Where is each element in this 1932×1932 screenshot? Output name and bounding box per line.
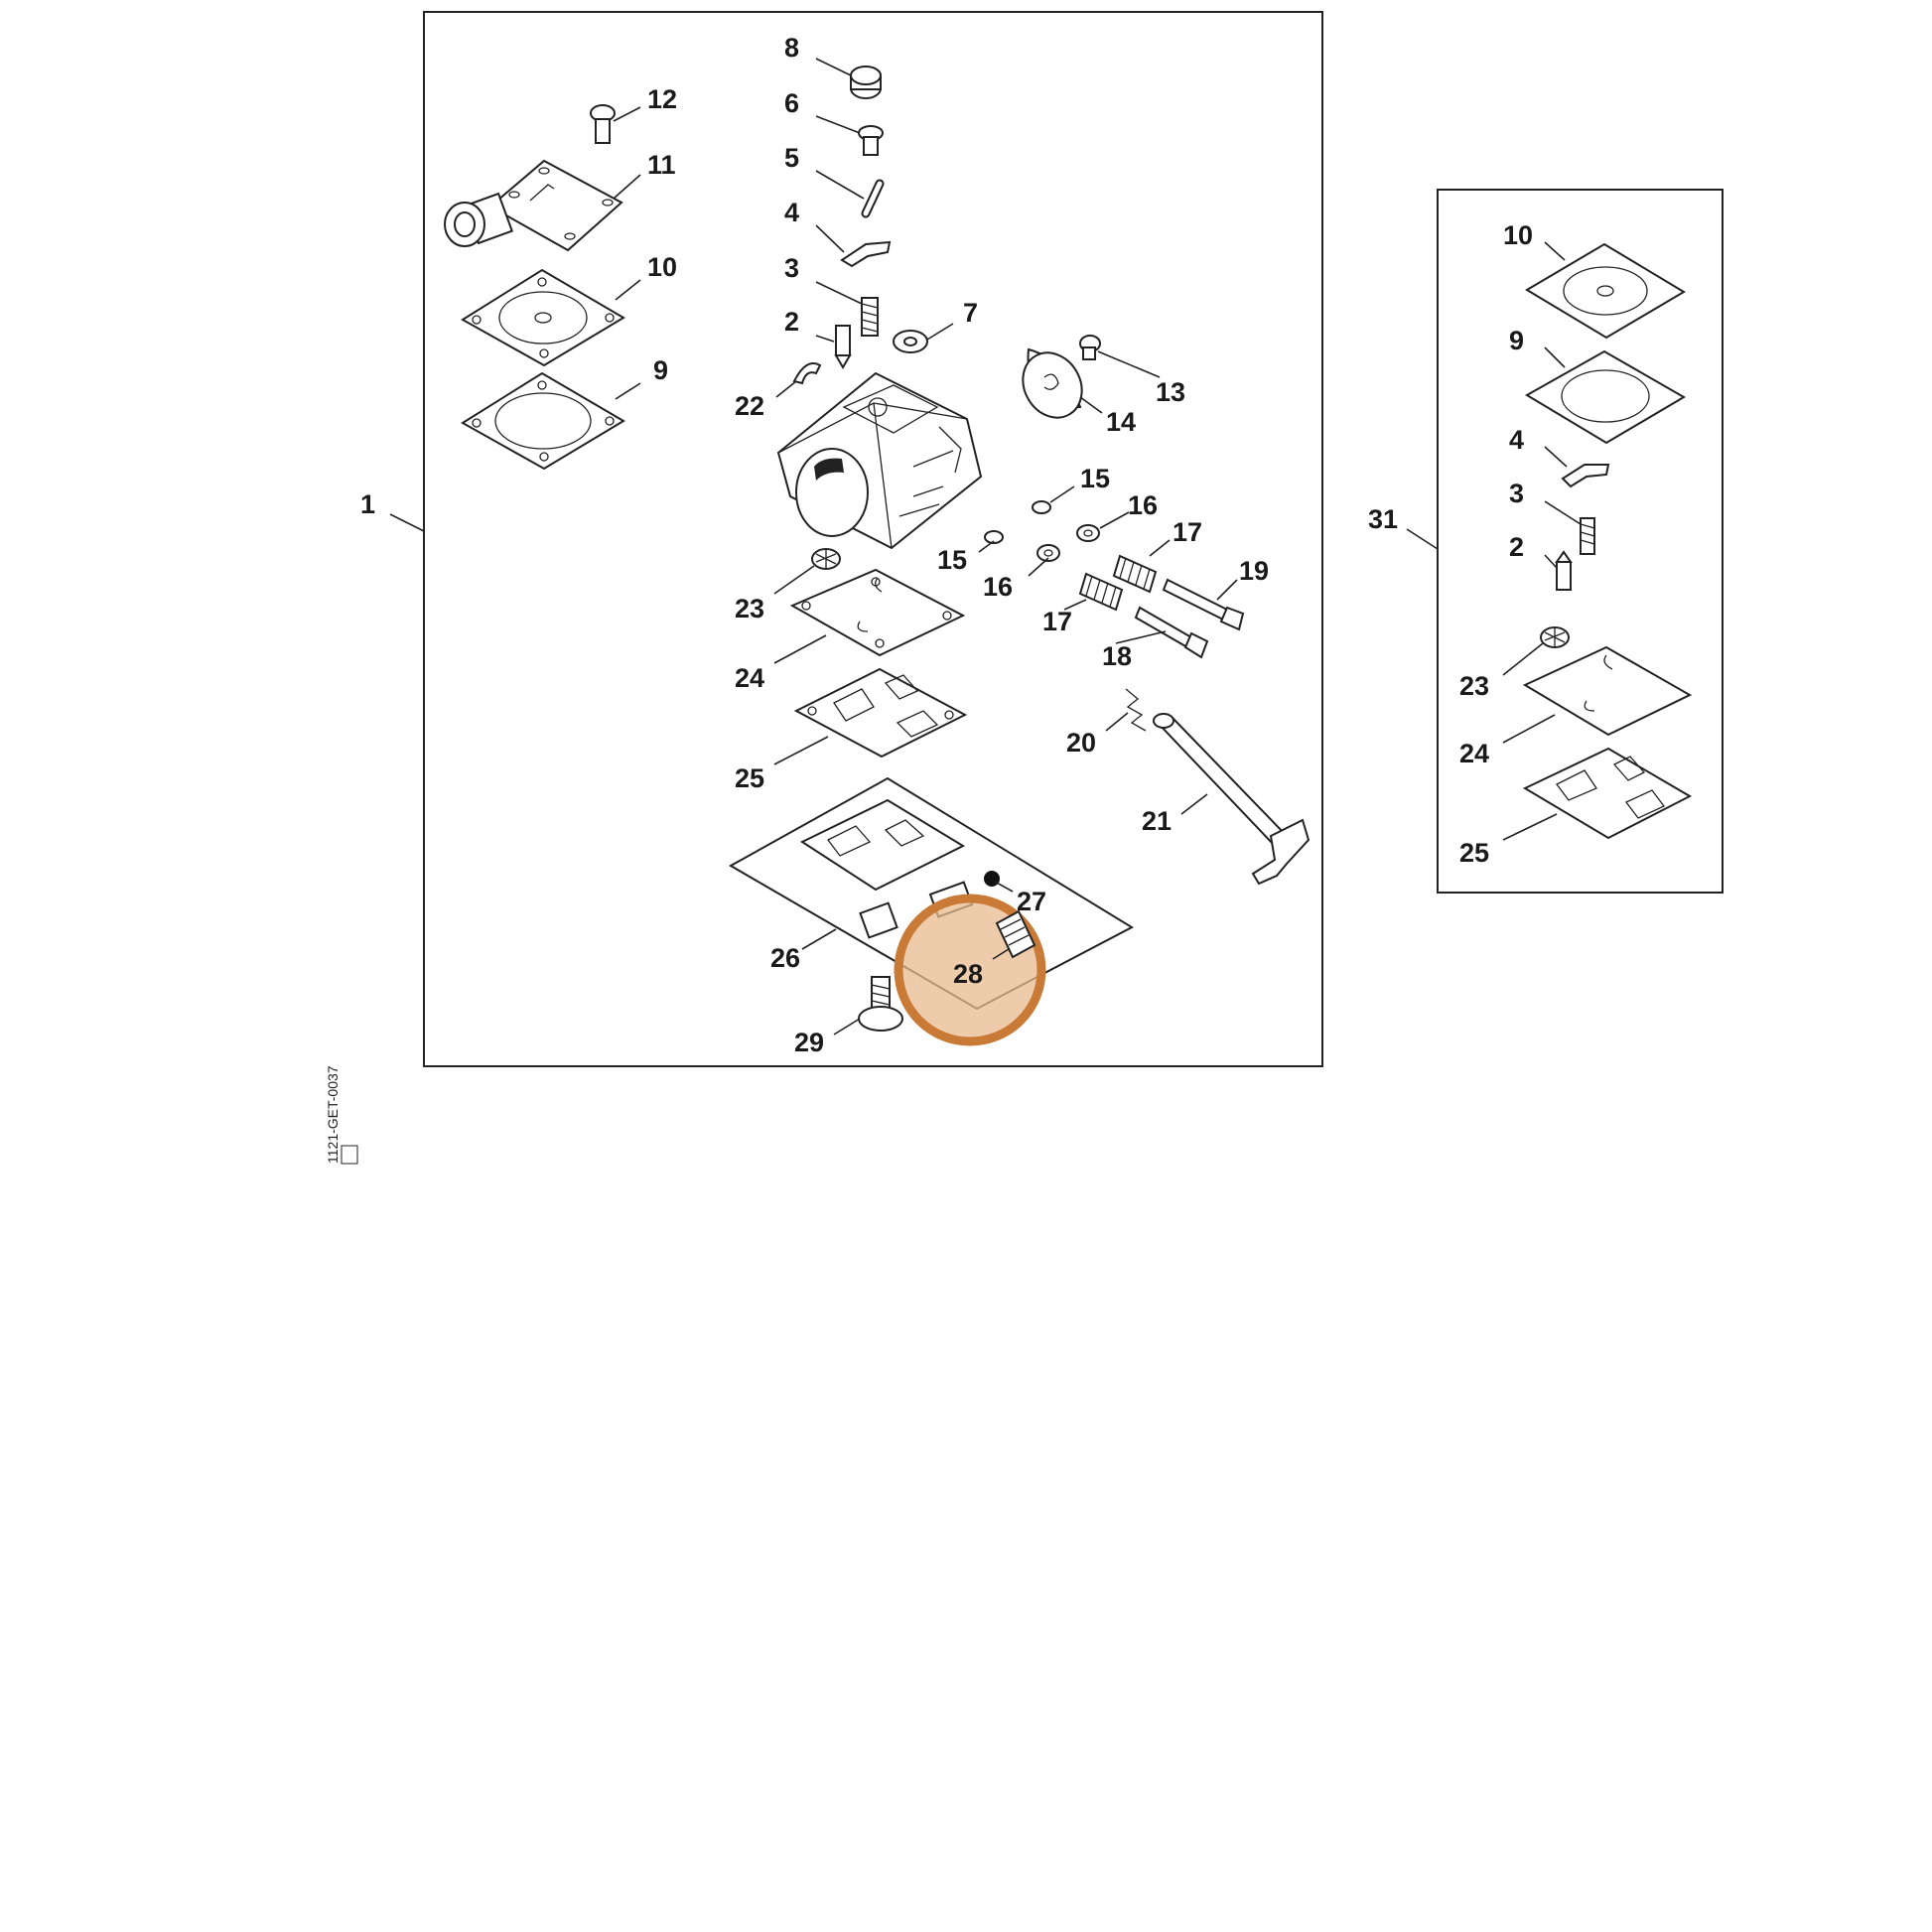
part-17-spring-icon bbox=[1078, 572, 1124, 612]
callout-17a[interactable]: 17 bbox=[1173, 517, 1202, 547]
part-15-washer-icon bbox=[984, 530, 1004, 544]
callout-15a[interactable]: 15 bbox=[1080, 464, 1110, 493]
kit-3-spring-icon bbox=[1580, 517, 1595, 555]
part-28-spring-icon bbox=[995, 909, 1036, 959]
kit-24-diaphragm-icon bbox=[1522, 645, 1693, 737]
part-3-spring-icon bbox=[861, 297, 879, 337]
drawing-code: 1121-GET-0037 bbox=[325, 1065, 358, 1165]
part-23-strainer-icon bbox=[811, 548, 841, 570]
repair-kit-frame bbox=[1437, 189, 1724, 894]
callout-25[interactable]: 25 bbox=[735, 763, 764, 793]
callout-28[interactable]: 28 bbox=[953, 959, 983, 989]
main-assembly-frame bbox=[423, 11, 1323, 1067]
callout-31[interactable]: 31 bbox=[1368, 504, 1398, 534]
part-24-diaphragm-icon bbox=[789, 568, 966, 657]
part-20-spring-icon bbox=[1125, 688, 1147, 732]
part-4-icon bbox=[840, 240, 892, 268]
part-19-screw-icon bbox=[1162, 578, 1245, 631]
part-29-screw-icon bbox=[858, 976, 903, 1032]
highlight-part-28[interactable] bbox=[894, 894, 1046, 1046]
svg-text:1121-GET-0037: 1121-GET-0037 bbox=[325, 1065, 341, 1164]
kit-callout-2[interactable]: 2 bbox=[1509, 532, 1524, 562]
kit-callout-3[interactable]: 3 bbox=[1509, 479, 1524, 508]
part-16-washer-icon bbox=[1076, 524, 1100, 542]
callout-12[interactable]: 12 bbox=[647, 84, 677, 114]
callout-29[interactable]: 29 bbox=[794, 1028, 824, 1057]
part-21-shaft-icon bbox=[1153, 713, 1311, 886]
kit-23-strainer-icon bbox=[1540, 626, 1570, 648]
part-10-diaphragm-icon bbox=[461, 268, 625, 367]
kit-callout-23[interactable]: 23 bbox=[1459, 671, 1489, 701]
callout-15b[interactable]: 15 bbox=[937, 545, 967, 575]
callout-18[interactable]: 18 bbox=[1102, 641, 1132, 671]
part-11-pump-cover-icon bbox=[444, 159, 623, 252]
kit-callout-25[interactable]: 25 bbox=[1459, 838, 1489, 868]
callout-26[interactable]: 26 bbox=[770, 943, 800, 973]
callout-1[interactable]: 1 bbox=[360, 489, 375, 519]
part-9-gasket-icon bbox=[461, 371, 625, 471]
part-14-disc-icon bbox=[1022, 347, 1083, 419]
callout-8[interactable]: 8 bbox=[784, 33, 799, 63]
kit-callout-24[interactable]: 24 bbox=[1459, 739, 1489, 768]
part-15-washer-icon bbox=[1032, 500, 1051, 514]
callout-27[interactable]: 27 bbox=[1017, 887, 1046, 916]
kit-25-gasket-icon bbox=[1522, 747, 1693, 840]
callout-3[interactable]: 3 bbox=[784, 253, 799, 283]
part-8-icon bbox=[850, 66, 882, 99]
callout-17b[interactable]: 17 bbox=[1042, 607, 1072, 636]
part-13-screw-icon bbox=[1079, 335, 1101, 360]
kit-4-lever-icon bbox=[1561, 464, 1610, 488]
kit-callout-9[interactable]: 9 bbox=[1509, 326, 1524, 355]
callout-23[interactable]: 23 bbox=[735, 594, 764, 623]
callout-5[interactable]: 5 bbox=[784, 143, 799, 173]
callout-22[interactable]: 22 bbox=[735, 391, 764, 421]
carburetor-body-icon bbox=[776, 371, 983, 550]
part-22-clip-icon bbox=[792, 362, 822, 385]
kit-10-diaphragm-icon bbox=[1525, 242, 1686, 340]
callout-19[interactable]: 19 bbox=[1239, 556, 1269, 586]
callout-11[interactable]: 11 bbox=[647, 150, 676, 180]
kit-9-gasket-icon bbox=[1525, 349, 1686, 445]
part-6-icon bbox=[858, 125, 884, 156]
callout-16b[interactable]: 16 bbox=[983, 572, 1013, 602]
kit-callout-4[interactable]: 4 bbox=[1509, 425, 1524, 455]
part-16-washer-icon bbox=[1036, 544, 1060, 562]
callout-2[interactable]: 2 bbox=[784, 307, 799, 337]
callout-10[interactable]: 10 bbox=[647, 252, 677, 282]
callout-4[interactable]: 4 bbox=[784, 198, 799, 227]
part-12-icon bbox=[590, 104, 616, 144]
callout-6[interactable]: 6 bbox=[784, 88, 799, 118]
kit-2-needle-icon bbox=[1555, 550, 1573, 591]
callout-9[interactable]: 9 bbox=[653, 355, 668, 385]
part-17-spring-icon bbox=[1112, 554, 1158, 594]
callout-20[interactable]: 20 bbox=[1066, 728, 1096, 758]
part-7-washer-icon bbox=[893, 330, 928, 353]
part-25-gasket-icon bbox=[793, 667, 968, 759]
callout-7[interactable]: 7 bbox=[963, 298, 978, 328]
callout-13[interactable]: 13 bbox=[1156, 377, 1185, 407]
kit-callout-10[interactable]: 10 bbox=[1503, 220, 1533, 250]
callout-16a[interactable]: 16 bbox=[1128, 490, 1158, 520]
part-5-icon bbox=[861, 179, 885, 218]
callout-21[interactable]: 21 bbox=[1142, 806, 1172, 836]
callouts: 8 6 12 5 11 4 10 3 7 2 9 13 22 14 15 16 … bbox=[647, 33, 1533, 1057]
part-2-needle-icon bbox=[834, 325, 852, 369]
callout-14[interactable]: 14 bbox=[1106, 407, 1136, 437]
callout-24[interactable]: 24 bbox=[735, 663, 764, 693]
part-27-ball-icon bbox=[984, 871, 1000, 887]
part-18-screw-icon bbox=[1134, 606, 1209, 659]
leader-lines bbox=[613, 58, 1582, 1035]
